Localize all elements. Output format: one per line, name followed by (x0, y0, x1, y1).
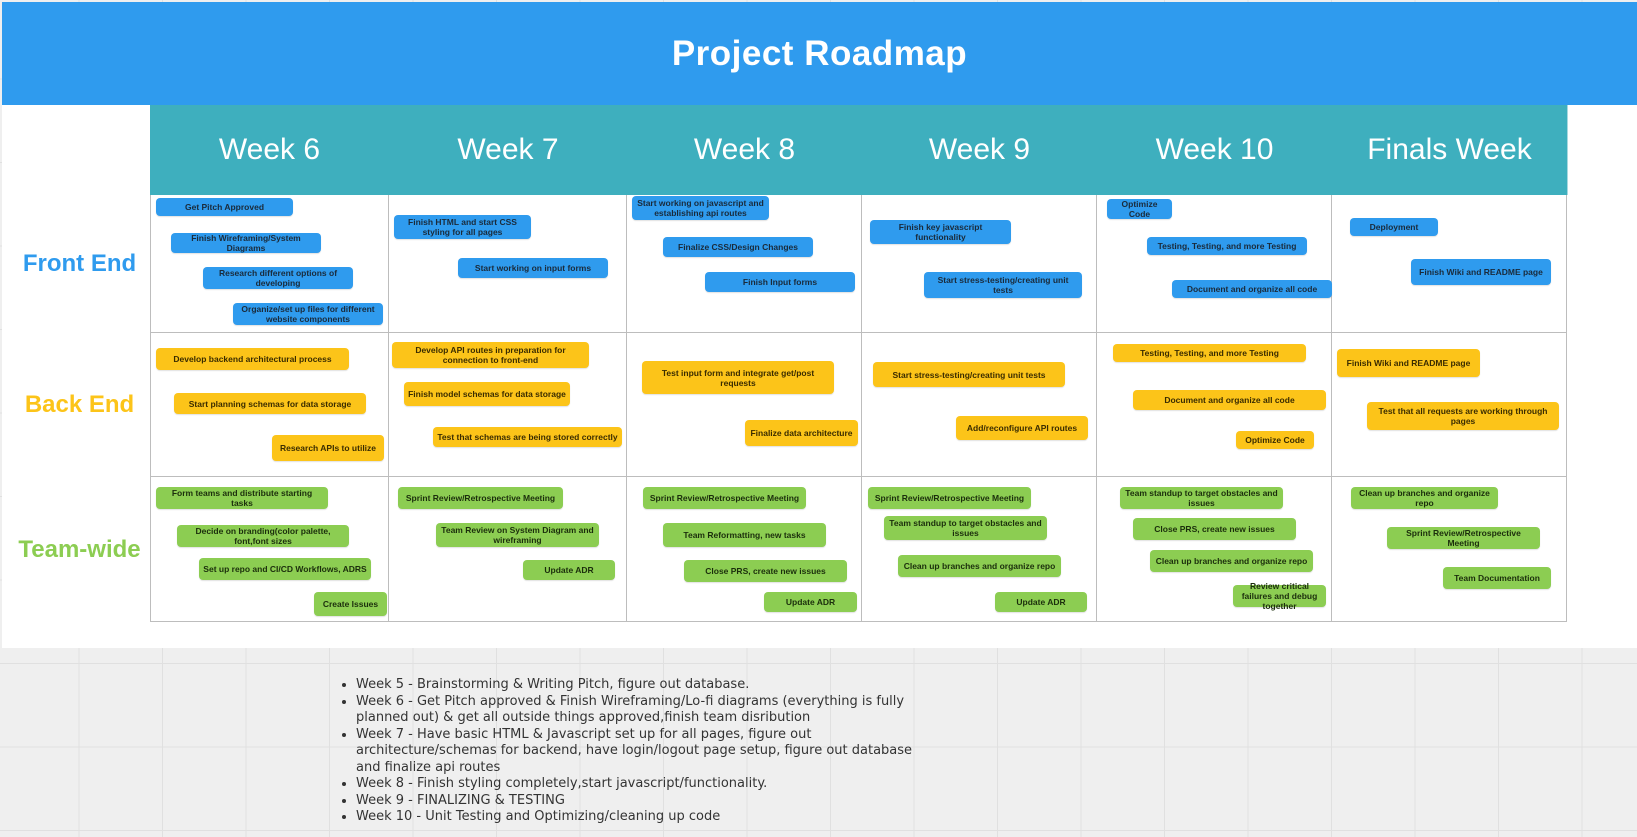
grid-cell (627, 195, 862, 333)
grid-cell (150, 477, 389, 622)
grid-cell (1097, 195, 1332, 333)
title-banner: Project Roadmap (2, 2, 1637, 105)
sticky-note[interactable]: Optimize Code (1236, 431, 1314, 449)
page-title: Project Roadmap (671, 33, 968, 73)
row-label-back-end: Back End (24, 391, 135, 418)
sticky-note[interactable]: Update ADR (995, 592, 1087, 612)
week-header-week9: Week 9 (862, 105, 1098, 195)
note-item: Week 5 - Brainstorming & Writing Pitch, … (356, 677, 936, 694)
grid-cell (1332, 195, 1567, 333)
sticky-note[interactable]: Develop backend architectural process (156, 348, 349, 370)
sticky-note[interactable]: Sprint Review/Retrospective Meeting (398, 487, 563, 509)
sticky-note[interactable]: Organize/set up files for different webs… (233, 303, 383, 325)
sticky-note[interactable]: Testing, Testing, and more Testing (1113, 344, 1306, 362)
week-header-week6: Week 6 (150, 105, 390, 195)
note-item: Week 7 - Have basic HTML & Javascript se… (356, 727, 936, 777)
sticky-note[interactable]: Test input form and integrate get/post r… (642, 361, 834, 394)
sticky-note[interactable]: Finish Wiki and README page (1411, 259, 1551, 285)
sticky-note[interactable]: Team Documentation (1443, 567, 1551, 589)
sticky-note[interactable]: Start working on javascript and establis… (632, 196, 769, 220)
sticky-note[interactable]: Add/reconfigure API routes (956, 416, 1088, 440)
grid-cell (389, 477, 627, 622)
note-item: Week 9 - FINALIZING & TESTING (356, 793, 936, 810)
sticky-note[interactable]: Update ADR (523, 560, 615, 580)
row-label-front-end: Front End (22, 250, 137, 277)
notes-list: Week 5 - Brainstorming & Writing Pitch, … (338, 677, 936, 826)
sticky-note[interactable]: Set up repo and CI/CD Workflows, ADRS (199, 558, 371, 580)
sticky-note[interactable]: Document and organize all code (1133, 390, 1326, 410)
sticky-note[interactable]: Sprint Review/Retrospective Meeting (1387, 527, 1540, 549)
note-item: Week 8 - Finish styling completely,start… (356, 776, 936, 793)
sticky-note[interactable]: Finish Input forms (705, 272, 855, 292)
sticky-note[interactable]: Team standup to target obstacles and iss… (884, 516, 1047, 540)
grid-cell (1332, 333, 1567, 477)
sticky-note[interactable]: Finish Wireframing/System Diagrams (171, 233, 321, 253)
sticky-note[interactable]: Start planning schemas for data storage (174, 393, 366, 414)
sticky-note[interactable]: Optimize Code (1107, 199, 1172, 219)
sticky-note[interactable]: Finish model schemas for data storage (404, 382, 570, 406)
week-header-week10: Week 10 (1097, 105, 1333, 195)
grid-cell (389, 195, 627, 333)
sticky-note[interactable]: Finalize data architecture (745, 420, 858, 446)
grid-cell (1097, 477, 1332, 622)
sticky-note[interactable]: Clean up branches and organize repo (1150, 550, 1313, 572)
sticky-note[interactable]: Close PRS, create new issues (684, 560, 847, 582)
sticky-note[interactable]: Testing, Testing, and more Testing (1147, 237, 1307, 255)
sticky-note[interactable]: Form teams and distribute starting tasks (156, 487, 328, 509)
sticky-note[interactable]: Finish HTML and start CSS styling for al… (394, 215, 531, 239)
grid-cell (150, 333, 389, 477)
sticky-note[interactable]: Start stress-testing/creating unit tests (924, 272, 1082, 298)
sticky-note[interactable]: Clean up branches and organize repo (1351, 487, 1498, 509)
sticky-note[interactable]: Deployment (1350, 218, 1438, 236)
week-header-week7: Week 7 (389, 105, 628, 195)
sticky-note[interactable]: Team Reformatting, new tasks (663, 523, 826, 547)
sticky-note[interactable]: Close PRS, create new issues (1133, 518, 1296, 540)
grid-cell (862, 195, 1097, 333)
grid-cell (627, 333, 862, 477)
sticky-note[interactable]: Get Pitch Approved (156, 198, 293, 216)
sticky-note[interactable]: Finalize CSS/Design Changes (663, 237, 813, 257)
grid-cell (389, 333, 627, 477)
grid-cell (862, 477, 1097, 622)
sticky-note[interactable]: Update ADR (764, 592, 857, 612)
sticky-note[interactable]: Sprint Review/Retrospective Meeting (868, 487, 1031, 509)
sticky-note[interactable]: Team Review on System Diagram and wirefr… (436, 523, 599, 547)
sticky-note[interactable]: Review critical failures and debug toget… (1233, 581, 1326, 611)
week-header-finals: Finals Week (1332, 105, 1568, 195)
sticky-note[interactable]: Research APIs to utilize (272, 435, 384, 461)
sticky-note[interactable]: Start stress-testing/creating unit tests (873, 362, 1065, 387)
sticky-note[interactable]: Clean up branches and organize repo (898, 555, 1061, 577)
sticky-note[interactable]: Decide on branding(color palette, font,f… (177, 525, 349, 547)
sticky-note[interactable]: Test that schemas are being stored corre… (433, 427, 622, 447)
grid-cell (1097, 333, 1332, 477)
sticky-note[interactable]: Research different options of developing (203, 267, 353, 289)
sticky-note[interactable]: Test that all requests are working throu… (1367, 402, 1559, 430)
grid-cell (862, 333, 1097, 477)
grid-cell (627, 477, 862, 622)
sticky-note[interactable]: Document and organize all code (1172, 280, 1332, 298)
grid-cell (1332, 477, 1567, 622)
sticky-note[interactable]: Develop API routes in preparation for co… (392, 342, 589, 368)
week-header-week8: Week 8 (627, 105, 863, 195)
sticky-note[interactable]: Sprint Review/Retrospective Meeting (643, 487, 806, 509)
note-item: Week 10 - Unit Testing and Optimizing/cl… (356, 809, 936, 826)
sticky-note[interactable]: Create Issues (314, 592, 387, 616)
grid-cell (150, 195, 389, 333)
row-label-team-wide: Team-wide (18, 535, 141, 563)
sticky-note[interactable]: Finish key javascript functionality (870, 220, 1011, 244)
note-item: Week 6 - Get Pitch approved & Finish Wir… (356, 694, 936, 727)
sticky-note[interactable]: Start working on input forms (458, 258, 608, 278)
sticky-note[interactable]: Finish Wiki and README page (1337, 349, 1480, 377)
sticky-note[interactable]: Team standup to target obstacles and iss… (1120, 487, 1283, 509)
